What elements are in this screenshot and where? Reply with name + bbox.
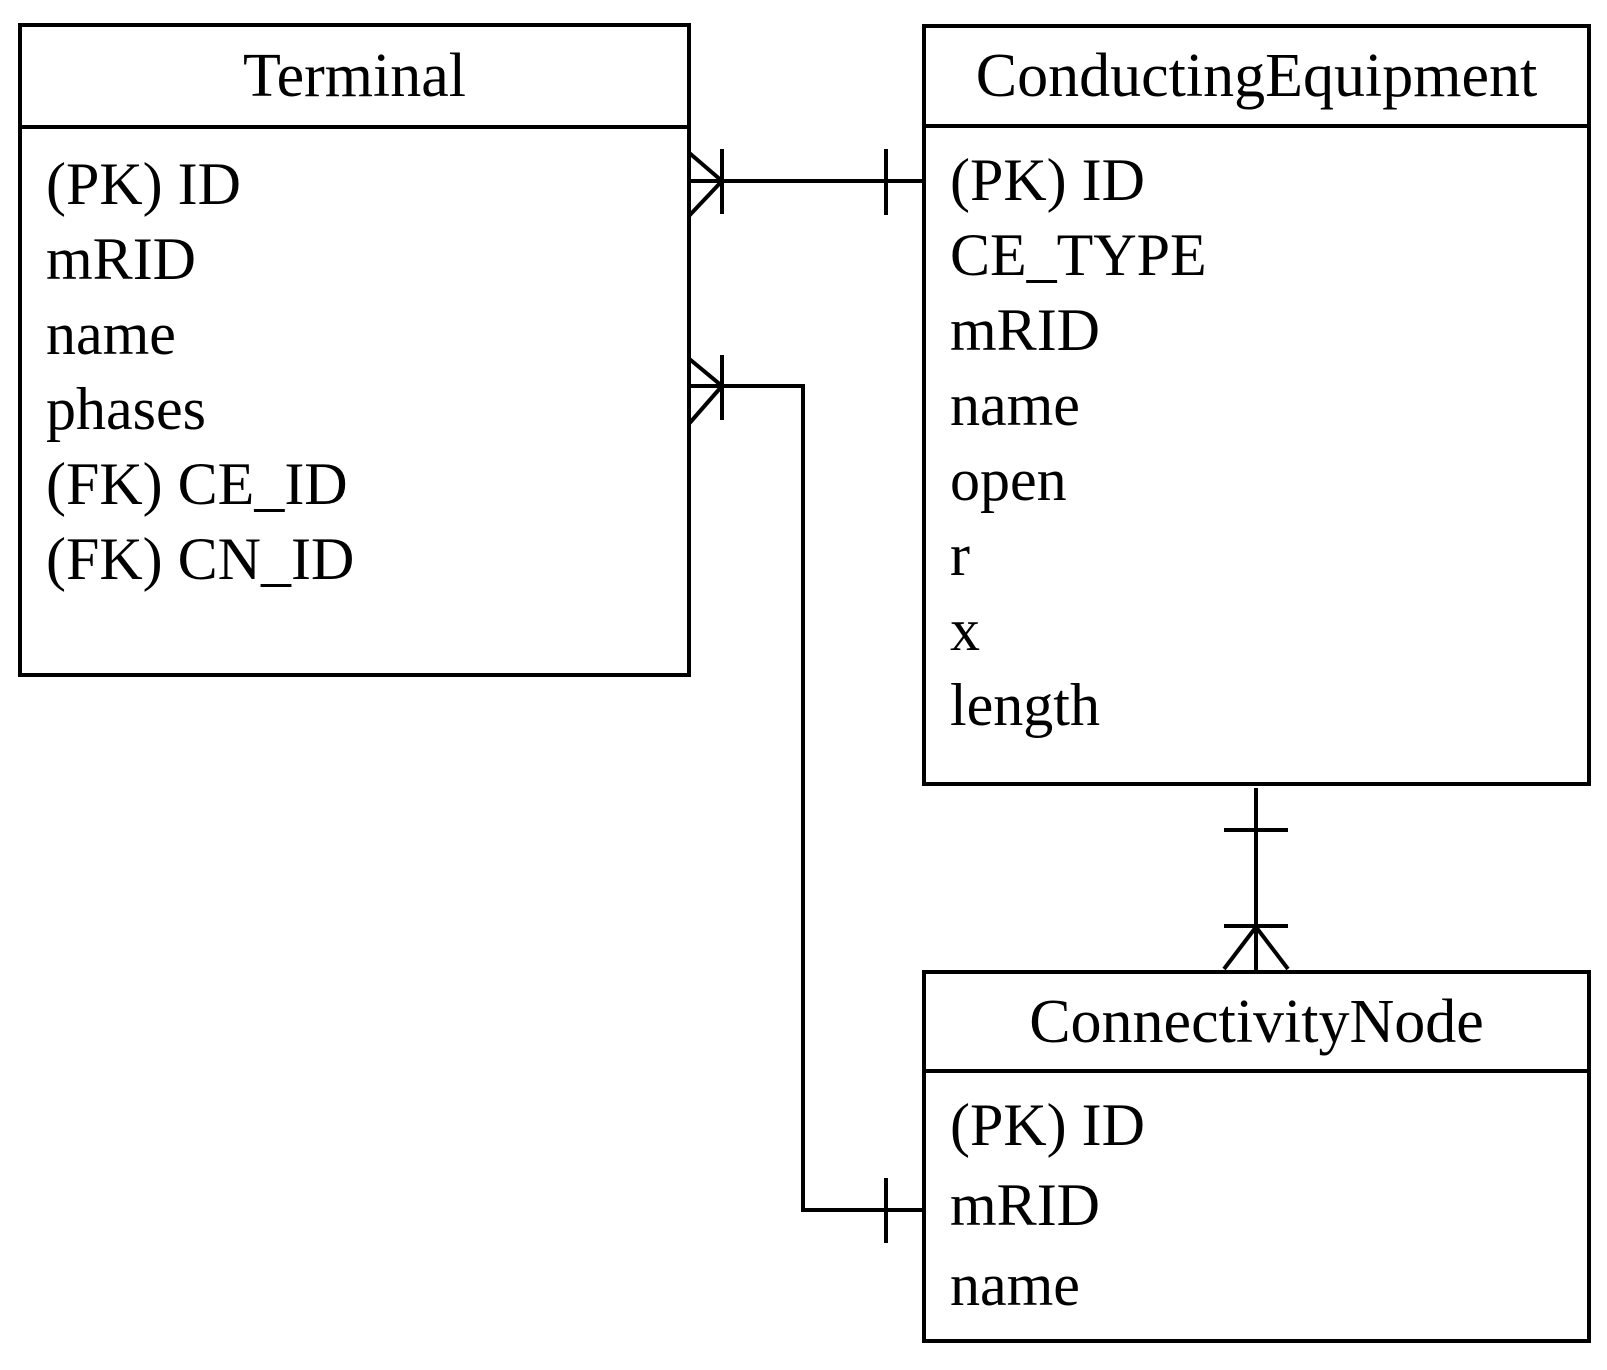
field-cn-mrid: mRID: [950, 1172, 1100, 1238]
field-ce-name: name: [950, 372, 1080, 438]
entity-terminal-header: Terminal: [22, 27, 687, 129]
field-terminal-mrid: mRID: [46, 226, 196, 292]
entity-conducting-equipment-field-list: (PK) ID CE_TYPE mRID name open r x lengt…: [926, 128, 1587, 743]
entity-conducting-equipment-header: ConductingEquipment: [926, 28, 1587, 128]
field-terminal-id: (PK) ID: [46, 151, 241, 217]
entity-connectivity-node-header: ConnectivityNode: [926, 974, 1587, 1073]
entity-terminal-field-list: (PK) ID mRID name phases (FK) CE_ID (FK)…: [22, 129, 687, 597]
field-terminal-ce-id: (FK) CE_ID: [46, 451, 348, 517]
relationship-conductingequipment-connectivitynode: [1222, 788, 1290, 971]
relationship-terminal-connectivitynode: [685, 355, 924, 1243]
relationship-terminal-conductingequipment: [685, 149, 924, 220]
crows-foot-many-marker: [1222, 924, 1290, 971]
field-terminal-name: name: [46, 301, 176, 367]
entity-connectivity-node-title: ConnectivityNode: [1029, 987, 1484, 1056]
entity-terminal-title: Terminal: [243, 42, 466, 110]
crows-foot-many-marker: [685, 355, 724, 428]
field-ce-mrid: mRID: [950, 297, 1100, 363]
field-cn-name: name: [950, 1252, 1080, 1318]
field-ce-id: (PK) ID: [950, 147, 1145, 213]
field-ce-type: CE_TYPE: [950, 222, 1207, 288]
field-ce-open: open: [950, 447, 1067, 513]
entity-connectivity-node: ConnectivityNode (PK) ID mRID name: [922, 970, 1591, 1343]
entity-terminal: Terminal (PK) ID mRID name phases (FK) C…: [18, 23, 691, 677]
field-ce-x: x: [950, 597, 980, 663]
relationship-line: [689, 384, 924, 1212]
field-ce-r: r: [950, 522, 970, 588]
entity-conducting-equipment-title: ConductingEquipment: [975, 42, 1538, 110]
field-terminal-cn-id: (FK) CN_ID: [46, 526, 355, 592]
entity-connectivity-node-field-list: (PK) ID mRID name: [926, 1073, 1587, 1325]
field-terminal-phases: phases: [46, 376, 206, 442]
field-cn-id: (PK) ID: [950, 1092, 1145, 1158]
field-ce-length: length: [950, 672, 1100, 738]
crows-foot-many-marker: [685, 149, 724, 220]
entity-conducting-equipment: ConductingEquipment (PK) ID CE_TYPE mRID…: [922, 24, 1591, 786]
